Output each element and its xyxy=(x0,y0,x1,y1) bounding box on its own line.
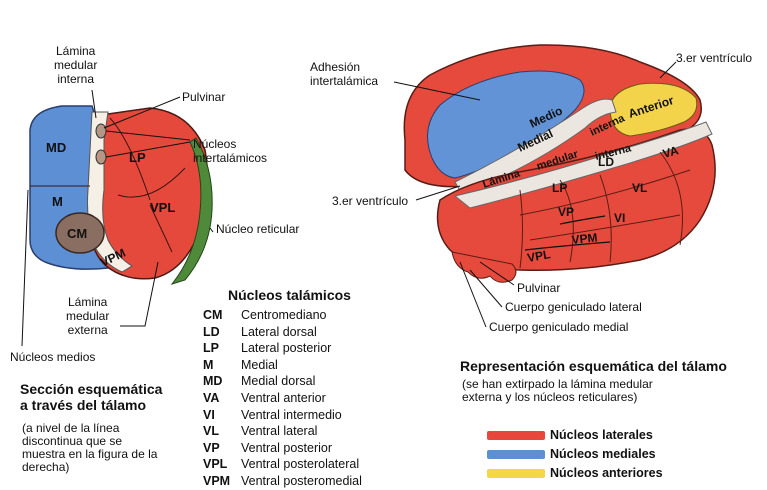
left-section-note: (a nivel de la línea discontinua que se … xyxy=(22,422,157,474)
legend-swatch-mediales xyxy=(487,450,545,459)
label-nucleos-intertalamicos-2: intertalámicos xyxy=(193,151,267,165)
label-cuerpo-geniculado-lateral: Cuerpo geniculado lateral xyxy=(505,300,642,314)
label-vpm-3d: VPM xyxy=(571,230,598,247)
label-lamina-interna-3: interna xyxy=(54,72,97,86)
left-section-title-2: a través del tálamo xyxy=(20,397,162,413)
abbr-name: Medial dorsal xyxy=(241,374,315,388)
abbr-name: Centromediano xyxy=(241,308,326,322)
left-section-title: Sección esquemática a través del tálamo xyxy=(20,381,162,413)
abbr-code: MD xyxy=(203,373,241,390)
abbr-code: VI xyxy=(203,407,241,424)
abbr-code: VPM xyxy=(203,473,241,490)
abbr-name: Ventral posterior xyxy=(241,441,332,455)
left-section-note-4: derecha) xyxy=(22,461,157,474)
legend-swatch-anteriores xyxy=(487,469,545,478)
label-lamina-interna-1: Lámina xyxy=(54,44,97,58)
label-ventriculo-left: 3.er ventrículo xyxy=(332,194,408,208)
legend-swatch-laterales xyxy=(487,431,545,440)
label-nucleos-medios: Núcleos medios xyxy=(10,350,95,364)
label-vp-3d: VP xyxy=(558,205,574,219)
abbr-name: Ventral intermedio xyxy=(241,408,342,422)
right-figure-title: Representación esquemática del tálamo xyxy=(460,358,727,374)
label-adhesion-1: Adhesión xyxy=(310,60,378,74)
label-vi-3d: VI xyxy=(614,211,625,225)
label-nucleo-reticular: Núcleo reticular xyxy=(216,222,299,236)
abbr-name: Ventral lateral xyxy=(241,424,317,438)
abbreviations-title: Núcleos talámicos xyxy=(228,287,351,303)
legend-label-anteriores: Núcleos anteriores xyxy=(550,466,663,480)
label-ld-3d: LD xyxy=(598,155,614,169)
label-lp-3d: LP xyxy=(552,181,567,195)
abbr-name: Medial xyxy=(241,358,278,372)
legend-item-mediales: Núcleos mediales xyxy=(487,446,656,462)
label-lamina-externa-1: Lámina xyxy=(66,295,109,309)
label-nucleos-intertalamicos: Núcleos intertalámicos xyxy=(193,137,267,165)
abbr-name: Lateral dorsal xyxy=(241,325,317,339)
label-lamina-externa: Lámina medular externa xyxy=(66,295,109,337)
abbr-name: Ventral anterior xyxy=(241,391,326,405)
label-nucleos-intertalamicos-1: Núcleos xyxy=(193,137,267,151)
abbr-name: Ventral posterolateral xyxy=(241,457,359,471)
abbr-name: Lateral posterior xyxy=(241,341,331,355)
label-lamina-externa-3: externa xyxy=(66,323,109,337)
abbr-code: VP xyxy=(203,440,241,457)
abbr-code: LD xyxy=(203,324,241,341)
abbr-code: VPL xyxy=(203,456,241,473)
abbr-code: VL xyxy=(203,423,241,440)
label-lamina-interna-2: medular xyxy=(54,58,97,72)
label-pulvinar-right: Pulvinar xyxy=(517,281,560,295)
abbr-code: LP xyxy=(203,340,241,357)
legend-item-laterales: Núcleos laterales xyxy=(487,427,653,443)
label-adhesion: Adhesión intertalámica xyxy=(310,60,378,88)
right-figure-note-2: externa y los núcleos reticulares) xyxy=(462,391,653,404)
label-lamina-externa-2: medular xyxy=(66,309,109,323)
label-pulvinar-left: Pulvinar xyxy=(182,90,225,104)
label-cuerpo-geniculado-medial: Cuerpo geniculado medial xyxy=(489,320,628,334)
abbr-code: M xyxy=(203,357,241,374)
abbr-code: VA xyxy=(203,390,241,407)
label-lamina-interna: Lámina medular interna xyxy=(54,44,97,86)
label-vl-3d: VL xyxy=(632,181,647,195)
abbr-code: CM xyxy=(203,307,241,324)
left-section-title-1: Sección esquemática xyxy=(20,381,162,397)
legend-item-anteriores: Núcleos anteriores xyxy=(487,465,663,481)
right-figure-note: (se han extirpado la lámina medular exte… xyxy=(462,378,653,404)
abbr-name: Ventral posteromedial xyxy=(241,474,362,488)
label-adhesion-2: intertalámica xyxy=(310,74,378,88)
legend-label-mediales: Núcleos mediales xyxy=(550,447,656,461)
label-ventriculo-top: 3.er ventrículo xyxy=(676,51,752,65)
legend-label-laterales: Núcleos laterales xyxy=(550,428,653,442)
